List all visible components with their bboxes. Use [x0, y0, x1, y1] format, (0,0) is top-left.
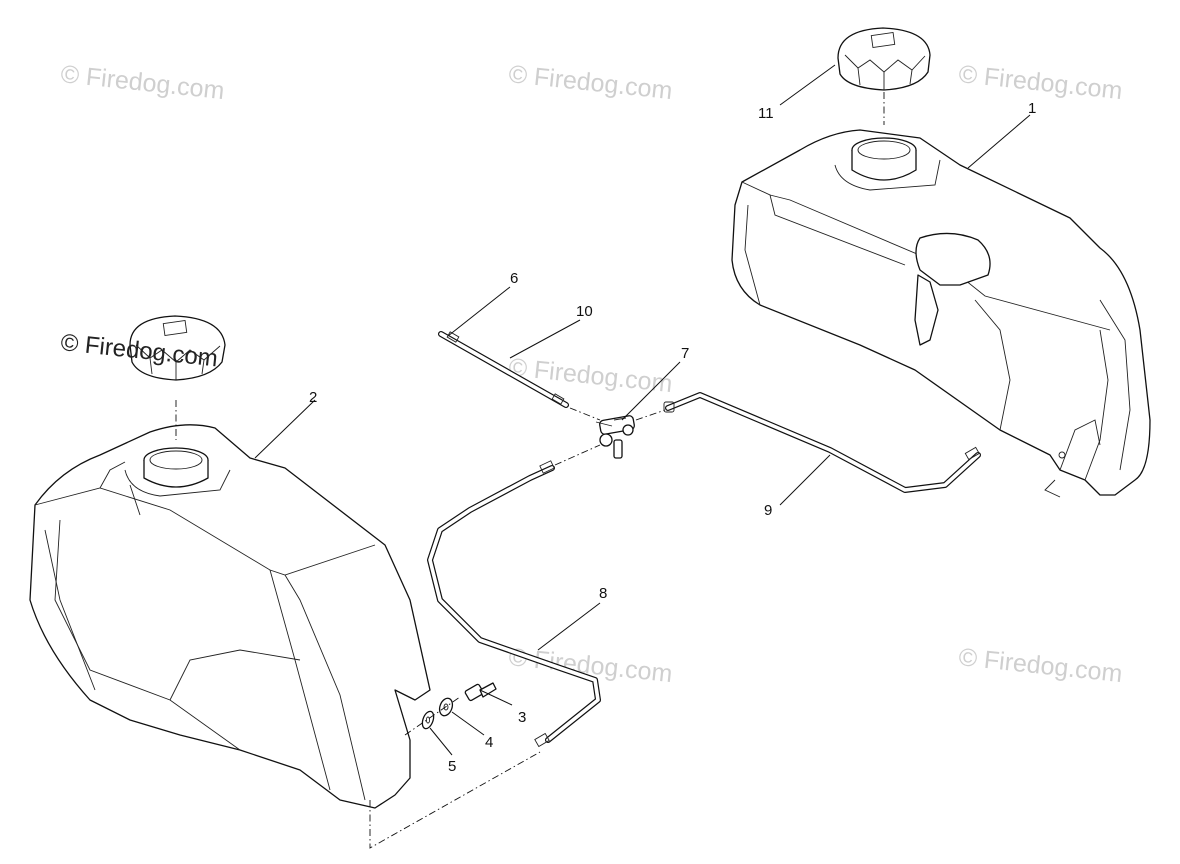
leader-lines: [254, 64, 1031, 756]
callout-2: 2: [309, 389, 317, 406]
watermark: © Firedog.com: [59, 60, 225, 105]
hardware-3-4-5: [369, 682, 541, 849]
watermark: © Firedog.com: [957, 60, 1123, 105]
watermark: © Firedog.com: [507, 353, 673, 398]
fuel-valve-7: [595, 409, 666, 459]
callout-5: 5: [448, 758, 456, 775]
hose-9: [663, 392, 981, 493]
callout-8: 8: [599, 585, 607, 602]
callout-6: 6: [510, 270, 518, 287]
callout-11: 11: [758, 105, 774, 122]
fuel-tank-left: [29, 400, 431, 809]
fuel-cap-upper: [837, 27, 931, 125]
callout-1: 1: [1028, 100, 1036, 117]
fuel-tank-right: [731, 129, 1151, 498]
callout-3: 3: [518, 709, 526, 726]
callout-7: 7: [681, 345, 689, 362]
hose-upper-10: [438, 331, 601, 421]
hose-8: [427, 444, 601, 748]
watermark: © Firedog.com: [507, 60, 673, 105]
callout-4: 4: [485, 734, 493, 751]
watermark: © Firedog.com: [957, 643, 1123, 688]
callouts: 1 2 3 4 5 6 7 8 9 10 11: [309, 100, 1036, 775]
callout-9: 9: [764, 502, 772, 519]
fuel-cap-lower: [129, 315, 226, 381]
callout-10: 10: [576, 303, 593, 320]
